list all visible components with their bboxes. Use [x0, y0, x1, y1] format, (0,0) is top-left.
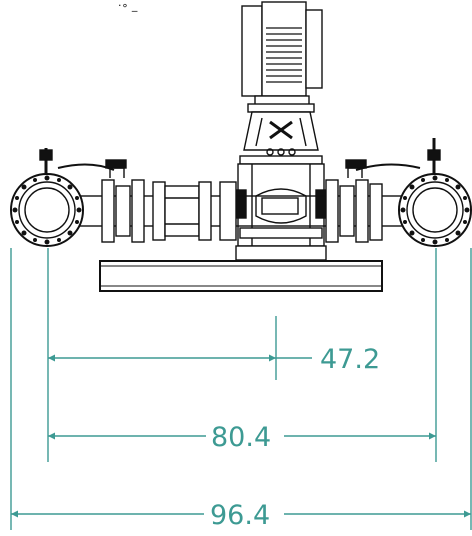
- pump-column: [235, 111, 327, 261]
- pump-assembly: [10, 1, 472, 292]
- dimension-annotations: [10, 248, 472, 530]
- motor: [241, 1, 323, 113]
- valve-group-right: [325, 138, 441, 243]
- flange-right: [398, 173, 472, 247]
- dimension-label-80-4: 80.4: [211, 422, 271, 453]
- dimension-label-47-2: 47.2: [320, 344, 380, 375]
- flange-left: [10, 173, 84, 247]
- dimension-label-96-4: 96.4: [210, 500, 270, 531]
- valve-group-left: [39, 148, 237, 243]
- top-fragment: ·∘ _: [118, 0, 138, 12]
